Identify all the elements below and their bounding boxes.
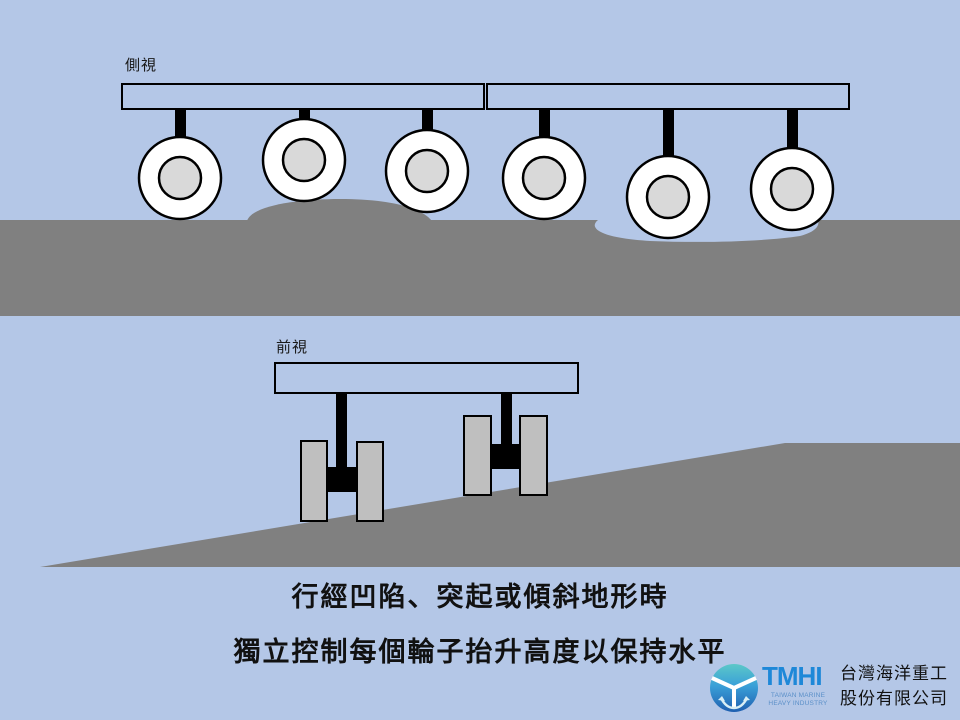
front-beam: [274, 362, 579, 394]
wheel-strut: [787, 109, 798, 151]
company-name-line-2: 股份有限公司: [840, 689, 948, 709]
axle-block: [326, 467, 357, 492]
side-ground: [0, 220, 960, 316]
side-beam-front: [121, 83, 485, 110]
side-wheel-on-bump: [261, 109, 347, 203]
front-view-label: 前視: [276, 338, 309, 356]
front-wheel: [356, 441, 384, 522]
brand-subtitle: TAIWAN MARINE HEAVY INDUSTRY: [763, 692, 833, 708]
side-wheel-level-ground: [501, 109, 587, 221]
side-wheel-bump-edge: [384, 109, 470, 214]
front-wheel-assembly-left: [300, 393, 384, 522]
front-wheel-assembly-right: [463, 393, 548, 496]
strut: [336, 393, 347, 469]
tmhi-logo-icon: [710, 664, 758, 712]
wheel-hub: [404, 148, 450, 194]
strut: [501, 393, 512, 446]
caption-line-2: 獨立控制每個輪子抬升高度以保持水平: [233, 637, 727, 668]
front-slope-terrain: [40, 443, 960, 567]
front-wheel: [463, 415, 492, 496]
side-wheels: [137, 109, 835, 240]
side-wheel-dip-edge: [749, 109, 835, 232]
front-wheel: [519, 415, 548, 496]
wheel-strut: [663, 109, 674, 159]
wheel-hub: [645, 174, 691, 220]
wheel-strut: [539, 109, 550, 140]
brand-subtitle-line-1: TAIWAN MARINE: [770, 692, 826, 699]
side-beam-rear: [486, 83, 850, 110]
wheel-hub: [281, 137, 327, 183]
axle-block: [491, 444, 520, 469]
terrain-bump: [247, 199, 432, 221]
wheel-hub: [157, 155, 203, 201]
front-wheel: [300, 440, 328, 522]
wheel-hub: [521, 155, 567, 201]
company-logo: TMHI TAIWAN MARINE HEAVY INDUSTRY 台灣海洋重工…: [706, 660, 960, 716]
brand-name: TMHI: [762, 661, 823, 691]
side-wheel-level-ground: [137, 109, 223, 221]
brand-subtitle-line-2: HEAVY INDUSTRY: [768, 700, 828, 707]
wheel-strut: [299, 109, 310, 122]
side-view-label: 側視: [125, 56, 158, 74]
wheel-strut: [422, 109, 433, 133]
company-name-line-1: 台灣海洋重工: [840, 664, 948, 684]
wheel-hub: [769, 166, 815, 212]
wheel-strut: [175, 109, 186, 140]
caption-line-1: 行經凹陷、突起或傾斜地形時: [291, 582, 669, 613]
side-wheel-in-dip: [625, 109, 711, 240]
